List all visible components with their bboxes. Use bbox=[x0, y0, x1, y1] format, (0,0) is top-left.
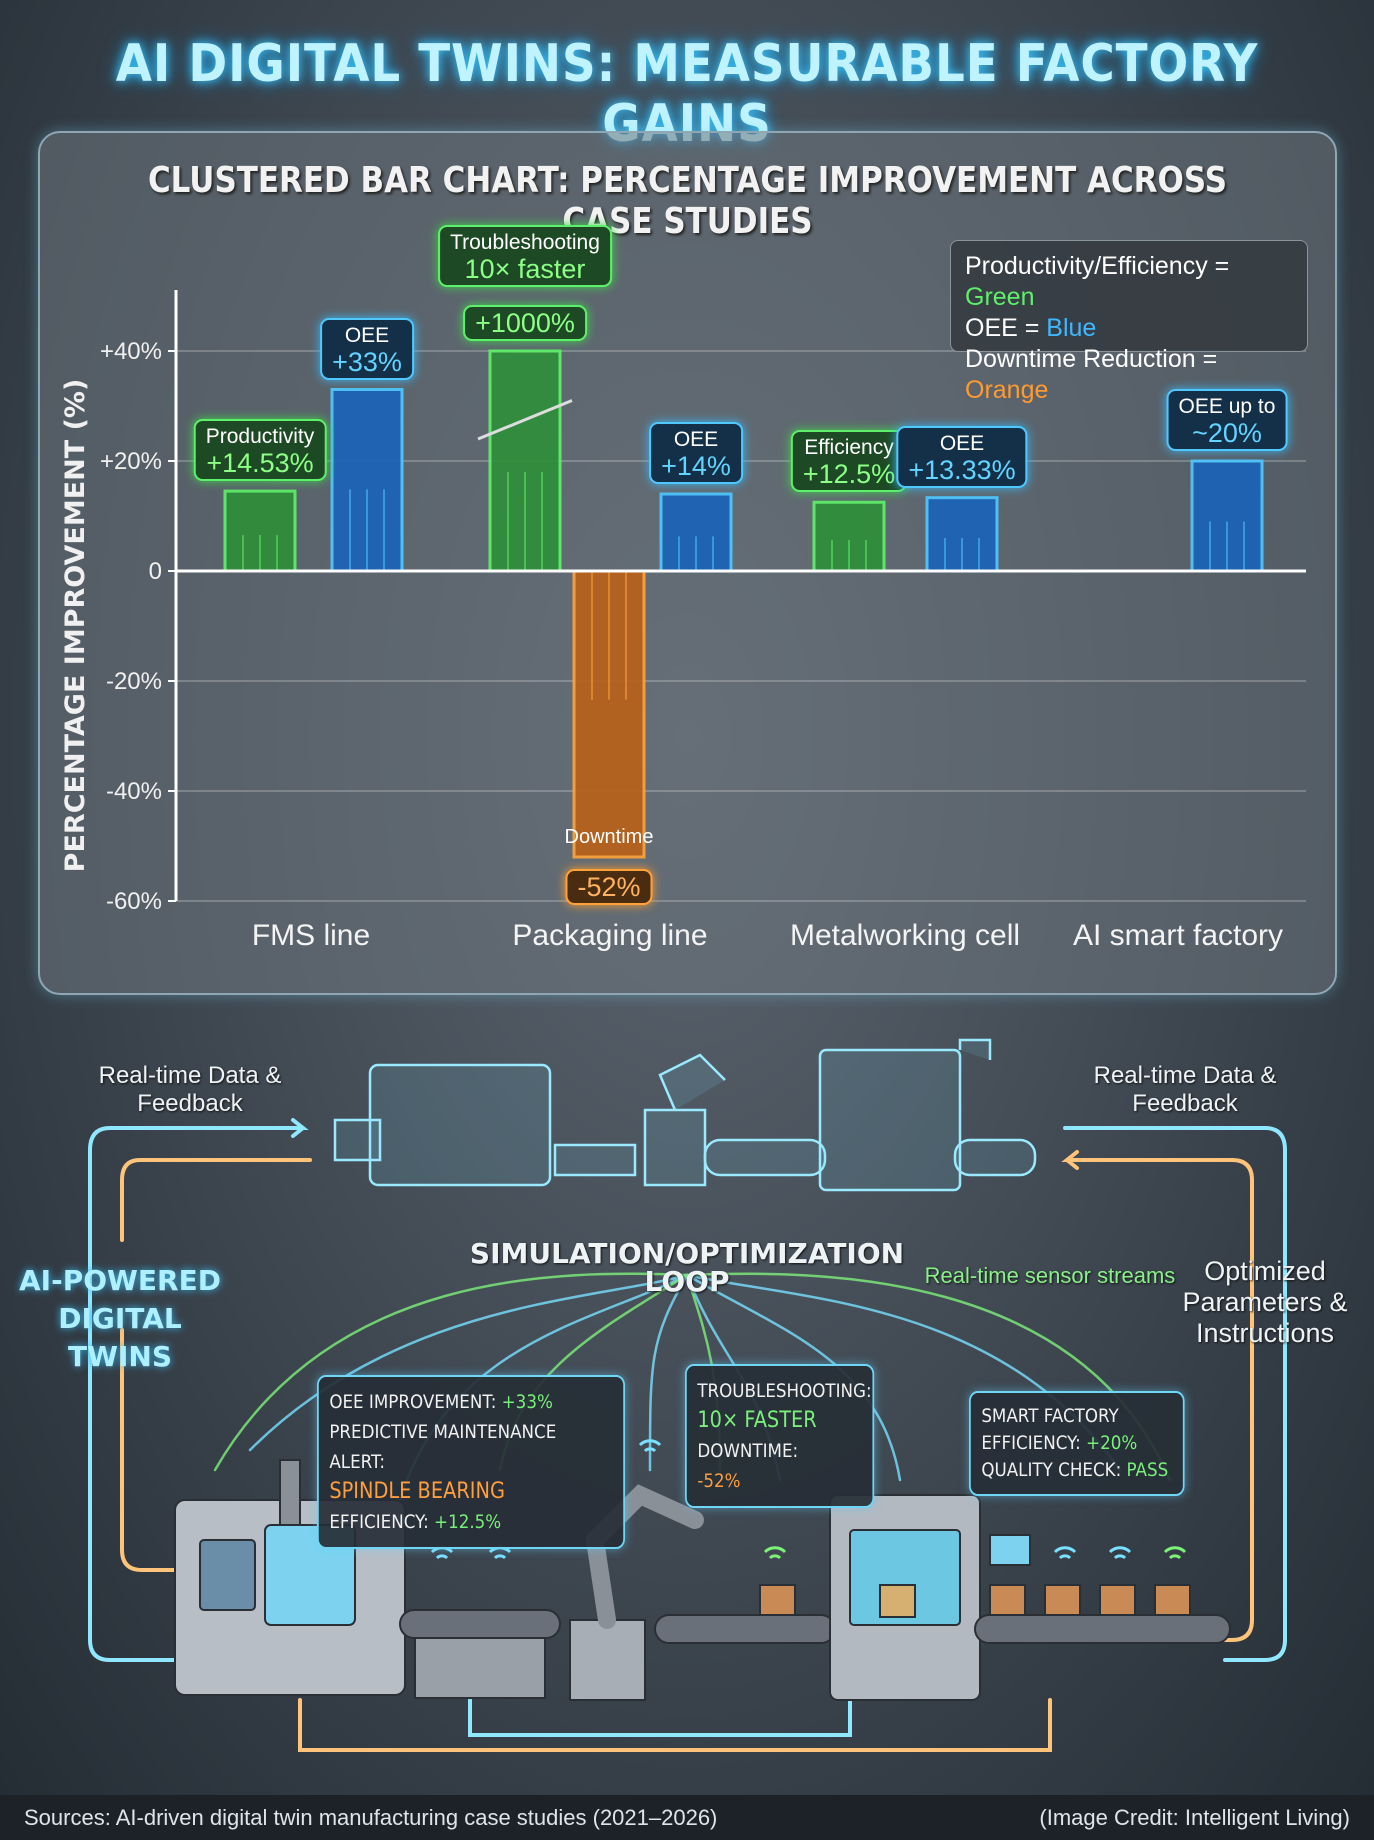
conveyor-1 bbox=[399, 1609, 561, 1639]
y-tick-label: -20% bbox=[106, 668, 162, 695]
value-callout: Productivity+14.53% bbox=[193, 419, 327, 482]
y-tick-label: -40% bbox=[106, 778, 162, 805]
image-credit: (Image Credit: Intelligent Living) bbox=[1039, 1805, 1350, 1830]
y-tick-label: 0 bbox=[149, 558, 162, 585]
loop-arrow-cyan-right bbox=[1063, 1126, 1287, 1662]
legend-item-orange: Downtime Reduction = Orange bbox=[965, 345, 1218, 404]
loop-label: SIMULATION/OPTIMIZATION LOOP bbox=[469, 1237, 905, 1298]
bottom-return-cyan bbox=[468, 1698, 852, 1737]
loop-arrow-orange-left bbox=[120, 1158, 312, 1242]
legend: Productivity/Efficiency = Green OEE = Bl… bbox=[950, 240, 1308, 404]
bottom-return-orange bbox=[298, 1698, 1052, 1752]
category-label: FMS line bbox=[252, 919, 370, 952]
value-callout: OEE+13.33% bbox=[896, 425, 1028, 488]
feedback-label-right: Real-time Data & Feedback bbox=[1093, 1062, 1277, 1117]
value-callout: +1000% bbox=[463, 305, 587, 341]
value-callout: OEE up to~20% bbox=[1166, 389, 1288, 451]
sources-text: Sources: AI-driven digital twin manufact… bbox=[24, 1805, 718, 1830]
packaging-machine-hologram bbox=[818, 1048, 962, 1192]
conveyor-2 bbox=[654, 1614, 836, 1644]
y-tick-label: -60% bbox=[106, 888, 162, 915]
chart-title: CLUSTERED BAR CHART: PERCENTAGE IMPROVEM… bbox=[147, 160, 1228, 242]
loop-arrow-orange-left-bottom bbox=[120, 1328, 177, 1572]
robot-arm-hologram bbox=[643, 1108, 707, 1187]
bar-inner-label: Downtime bbox=[565, 826, 654, 848]
value-callout: Efficiency+12.5% bbox=[790, 430, 908, 493]
info-box-fms: OEE IMPROVEMENT: +33% PREDICTIVE MAINTEN… bbox=[317, 1375, 625, 1549]
category-label: AI smart factory bbox=[1073, 919, 1283, 952]
category-label: Metalworking cell bbox=[790, 919, 1020, 952]
legend-item-green: Productivity/Efficiency = Green bbox=[965, 252, 1230, 311]
y-tick-label: +20% bbox=[100, 448, 162, 475]
y-tick-label: +40% bbox=[100, 338, 162, 365]
value-callout: OEE+14% bbox=[649, 422, 743, 484]
value-callout: OEE+33% bbox=[320, 317, 414, 380]
robot-base bbox=[569, 1619, 646, 1701]
feedback-label-left: Real-time Data & Feedback bbox=[98, 1062, 282, 1117]
cnc-machine-hologram bbox=[368, 1063, 552, 1187]
main-title: AI DIGITAL TWINS: MEASURABLE FACTORY GAI… bbox=[115, 34, 1259, 154]
loop-arrow-orange-right bbox=[1068, 1158, 1254, 1642]
conveyor-3 bbox=[974, 1614, 1231, 1644]
footer: Sources: AI-driven digital twin manufact… bbox=[0, 1795, 1374, 1840]
ai-digital-twins-label: AI-POWERED DIGITAL TWINS bbox=[19, 1264, 221, 1373]
sensor-streams-label: Real-time sensor streams bbox=[924, 1263, 1176, 1288]
y-axis-label: PERCENTAGE IMPROVEMENT (%) bbox=[60, 379, 91, 873]
optimized-parameters-label: Optimized Parameters & Instructions bbox=[1182, 1256, 1348, 1348]
legend-item-blue: OEE = Blue bbox=[965, 314, 1097, 342]
info-box-smart-factory: SMART FACTORY EFFICIENCY: +20% QUALITY C… bbox=[969, 1391, 1185, 1496]
factory-loop-diagram bbox=[88, 1038, 1287, 1752]
loop-arrow-cyan-left bbox=[88, 1126, 302, 1662]
bar-chart: +40% +20% 0 -20% -40% -60% PERCENTAGE IMPROVEM… bbox=[60, 338, 1284, 952]
axis-break-mark bbox=[477, 399, 573, 441]
info-box-packaging: TROUBLESHOOTING: 10× FASTER DOWNTIME: -5… bbox=[685, 1364, 875, 1508]
value-callout: -52% bbox=[565, 869, 653, 905]
category-label: Packaging line bbox=[512, 919, 707, 952]
